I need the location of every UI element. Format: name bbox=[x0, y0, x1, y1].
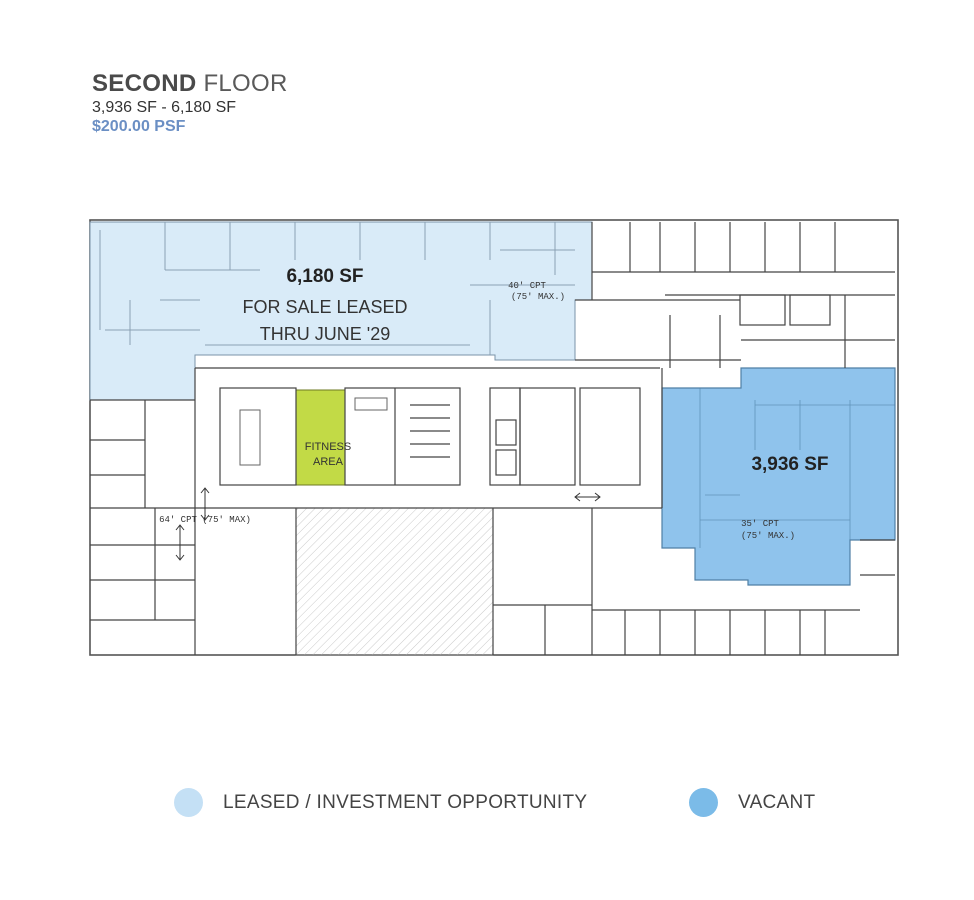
header: SECOND FLOOR 3,936 SF - 6,180 SF $200.00… bbox=[92, 70, 288, 136]
legend-leased-label: LEASED / INVESTMENT OPPORTUNITY bbox=[223, 791, 588, 813]
fitness-area[interactable] bbox=[295, 389, 346, 486]
conference-table bbox=[354, 397, 388, 411]
leased-swatch bbox=[174, 788, 203, 817]
fitness-label-line-1: FITNESS bbox=[305, 441, 351, 453]
leased-note-line-1: FOR SALE LEASED bbox=[242, 297, 407, 317]
title-bold: SECOND bbox=[92, 70, 197, 97]
vacant-swatch bbox=[689, 788, 718, 817]
leased-interior-walls bbox=[99, 222, 575, 355]
cpt-note-40: 40' CPT bbox=[508, 281, 546, 291]
price-label: $200.00 PSF bbox=[92, 118, 186, 135]
legend-item-vacant: VACANT bbox=[689, 788, 815, 817]
vacant-interior-walls bbox=[699, 388, 895, 548]
vacant-area-label: 3,936 SF bbox=[751, 454, 828, 475]
hatched-common-area bbox=[295, 507, 494, 656]
title-rest: FLOOR bbox=[203, 70, 288, 97]
size-range: 3,936 SF - 6,180 SF bbox=[92, 99, 237, 116]
cpt-note-35: 35' CPT bbox=[741, 519, 779, 529]
circulation-arrows bbox=[175, 487, 601, 561]
legend-item-leased: LEASED / INVESTMENT OPPORTUNITY bbox=[174, 788, 587, 817]
cpt-note-40-max: (75' MAX.) bbox=[511, 292, 565, 302]
conference-table bbox=[239, 409, 261, 466]
page-title: SECOND FLOOR bbox=[92, 70, 288, 98]
leased-note-line-2: THRU JUNE '29 bbox=[260, 324, 390, 344]
fitness-label-line-2: AREA bbox=[313, 456, 344, 468]
cpt-note-35-max: (75' MAX.) bbox=[741, 531, 795, 541]
leased-area-label: 6,180 SF bbox=[286, 266, 363, 287]
legend-vacant-label: VACANT bbox=[738, 791, 816, 813]
interior-walls bbox=[90, 222, 895, 655]
cpt-note-64: 64' CPT (75' MAX) bbox=[159, 515, 251, 525]
